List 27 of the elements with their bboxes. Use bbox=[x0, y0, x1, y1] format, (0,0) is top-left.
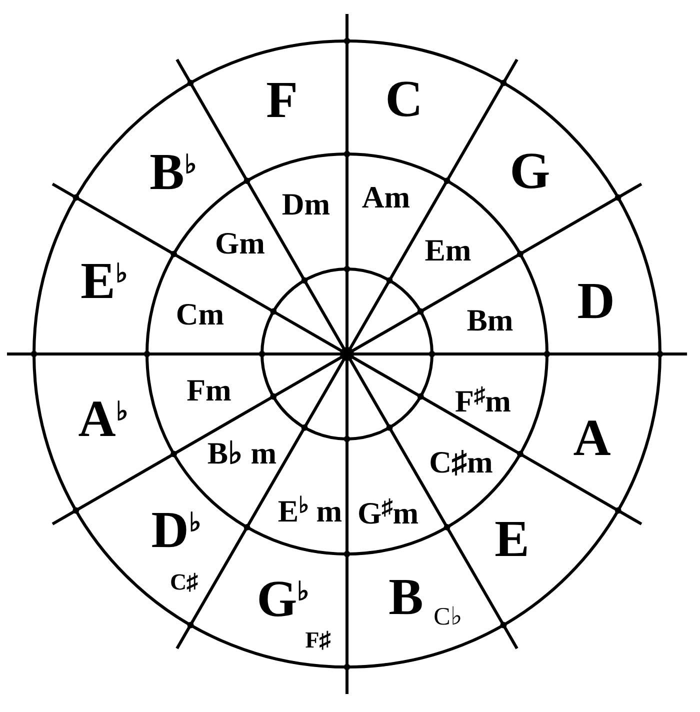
major-key-label: G$^{♭}$ bbox=[256, 574, 310, 626]
major-key-label: A$^{♭}$ bbox=[78, 394, 128, 446]
major-key-label: A bbox=[573, 413, 611, 465]
enharmonic-key-label: C♯ bbox=[170, 570, 198, 594]
minor-key-label: C♯m bbox=[429, 446, 493, 478]
minor-key-label: Dm bbox=[282, 188, 330, 220]
major-key-label: D bbox=[577, 276, 615, 328]
major-key-label: F bbox=[266, 75, 298, 127]
minor-key-label: Bm bbox=[466, 304, 514, 336]
major-key-label: B bbox=[388, 572, 424, 624]
major-key-label: E bbox=[494, 514, 530, 566]
minor-key-label: B♭ m bbox=[207, 438, 277, 468]
minor-key-label: Cm bbox=[176, 298, 224, 330]
minor-key-label: G$^{♯}$m bbox=[357, 498, 419, 528]
major-key-label: C bbox=[385, 74, 423, 126]
enharmonic-key-label: F♯ bbox=[305, 628, 331, 652]
minor-key-label: F$^{♯}$m bbox=[455, 386, 511, 416]
minor-key-label: Gm bbox=[215, 228, 265, 258]
minor-key-label: E$^{♭}$ m bbox=[278, 496, 342, 526]
major-key-label: D$^{♭}$ bbox=[151, 505, 201, 557]
major-key-label: E$^{♭}$ bbox=[80, 256, 128, 308]
minor-key-label: Fm bbox=[186, 374, 232, 406]
major-key-label: B$^{♭}$ bbox=[150, 147, 196, 199]
enharmonic-key-label: C♭ bbox=[434, 604, 462, 630]
major-key-label: G bbox=[510, 146, 550, 198]
minor-key-label: Am bbox=[362, 182, 410, 212]
minor-key-label: Em bbox=[424, 234, 472, 266]
